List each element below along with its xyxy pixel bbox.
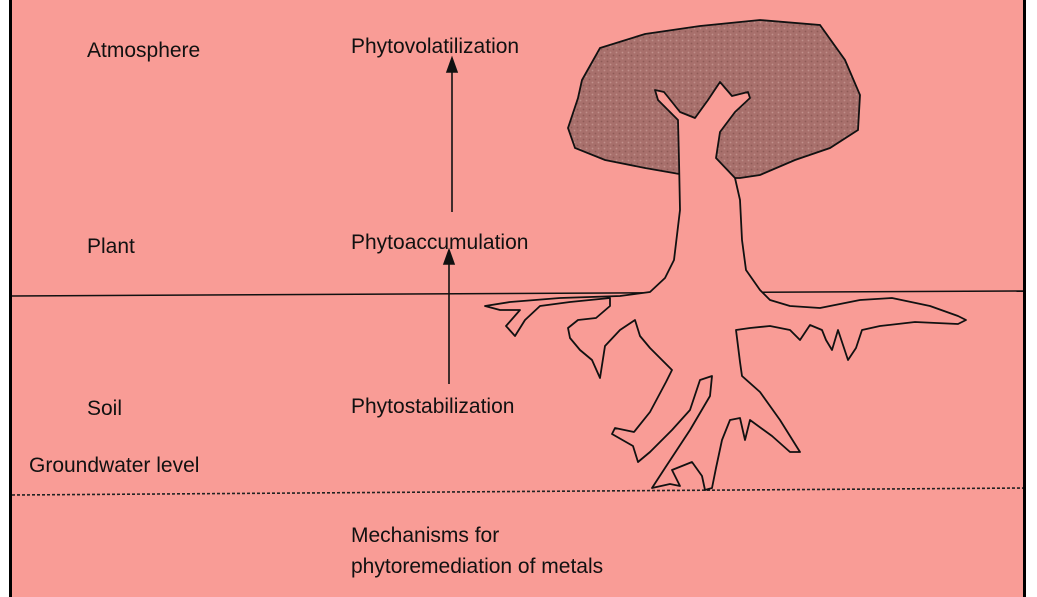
zone-label-soil: Soil [87, 398, 122, 419]
zone-label-plant: Plant [87, 236, 135, 257]
zone-label-groundwater: Groundwater level [29, 455, 199, 476]
mechanism-label-accumulation: Phytoaccumulation [351, 232, 528, 253]
diagram-graphics [9, 0, 1026, 597]
mechanism-label-stabilization: Phytostabilization [351, 396, 514, 417]
mechanism-label-volatilization: Phytovolatilization [351, 36, 519, 57]
arrow-stab-to-accum [444, 250, 454, 384]
ground-line [12, 291, 1026, 296]
phytoremediation-diagram: Atmosphere Plant Soil Groundwater level … [9, 0, 1026, 597]
groundwater-line [12, 488, 1026, 495]
caption-line-2: phytoremediation of metals [351, 556, 603, 577]
arrow-accum-to-volat [447, 58, 457, 212]
zone-label-atmosphere: Atmosphere [87, 40, 200, 61]
caption-line-1: Mechanisms for [351, 525, 499, 546]
